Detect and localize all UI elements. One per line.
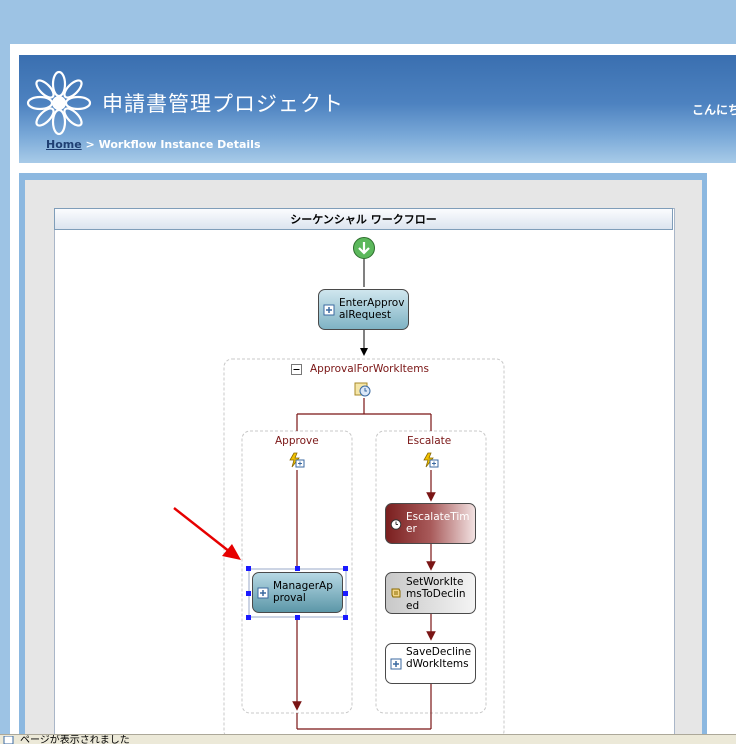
status-text: ページが表示されました: [20, 735, 130, 744]
activity-icon: [390, 658, 402, 670]
escalate-branch-label: Escalate: [407, 435, 452, 447]
breadcrumb: Home > Workflow Instance Details: [46, 138, 261, 151]
activity-label: ManagerApproval: [273, 580, 333, 604]
save-declined-work-items-activity[interactable]: SaveDeclinedWorkItems: [385, 643, 476, 684]
activity-label: SetWorkItemsToDeclined: [406, 576, 466, 612]
event-driven-icon: [289, 452, 305, 468]
breadcrumb-home-link[interactable]: Home: [46, 138, 82, 151]
page-icon: [3, 736, 14, 744]
site-header: [19, 55, 736, 163]
approve-branch-label: Approve: [275, 435, 319, 447]
workflow-start-icon: [353, 237, 375, 259]
enter-approval-request-activity[interactable]: EnterApprovalRequest: [318, 289, 409, 330]
breadcrumb-separator: >: [85, 138, 95, 151]
set-work-items-declined-activity[interactable]: SetWorkItemsToDeclined: [385, 572, 476, 614]
greeting-text: こんにち: [692, 103, 736, 117]
browser-status-bar: ページが表示されました: [0, 734, 736, 744]
breadcrumb-current: Workflow Instance Details: [98, 138, 261, 151]
activity-label: EnterApprovalRequest: [339, 297, 405, 321]
designer-title: シーケンシャル ワークフロー: [54, 208, 673, 230]
activity-icon: [257, 587, 269, 599]
activity-label: SaveDeclinedWorkItems: [406, 646, 472, 670]
event-driven-icon: [423, 452, 439, 468]
escalate-timer-activity[interactable]: EscalateTimer: [385, 503, 476, 544]
listen-activity-label: ApprovalForWorkItems: [310, 363, 429, 375]
listen-icon: [354, 382, 371, 397]
collapse-icon[interactable]: [291, 364, 302, 375]
code-icon: [391, 588, 401, 598]
activity-icon: [323, 304, 335, 316]
manager-approval-activity[interactable]: ManagerApproval: [252, 572, 343, 613]
activity-label: EscalateTimer: [406, 511, 470, 535]
timer-icon: [390, 519, 402, 530]
flower-logo-icon: [26, 70, 92, 136]
site-title: 申請書管理プロジェクト: [102, 92, 344, 116]
